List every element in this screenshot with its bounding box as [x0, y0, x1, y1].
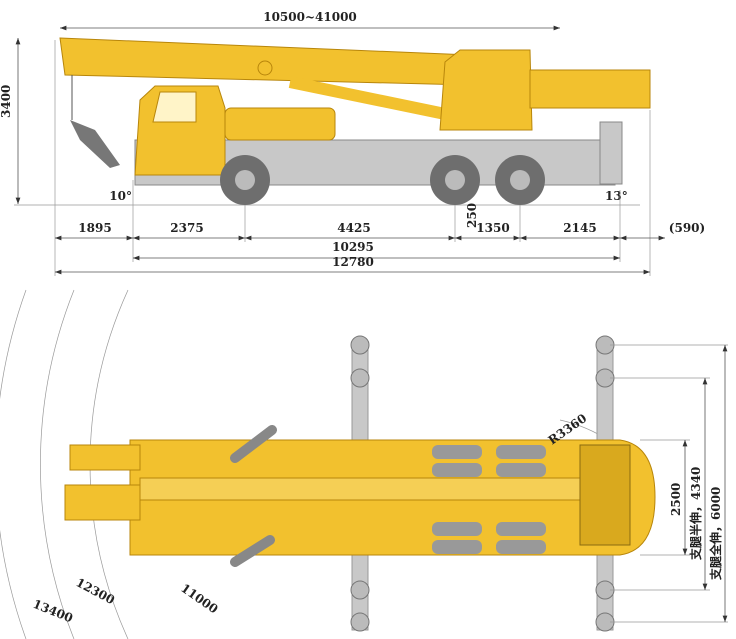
axle1-to-axle2-label: 4425 — [337, 221, 370, 235]
outrigger-full-label: 支腿全伸，6000 — [708, 487, 723, 581]
operator-cab — [439, 49, 533, 131]
arc-13400 — [0, 289, 27, 639]
outrigger-pad — [350, 580, 370, 600]
departure-angle-label: 13° — [605, 189, 628, 203]
luffing-cylinder — [288, 76, 452, 121]
rear-overhang-label: 2145 — [563, 221, 596, 235]
boom-head-lower — [64, 484, 141, 521]
wheel-hub — [510, 170, 530, 190]
chassis-length-label: 10295 — [332, 240, 374, 254]
front-body — [224, 107, 336, 141]
width-label: 2500 — [669, 483, 683, 516]
cab-window — [152, 91, 197, 123]
counterweight — [529, 69, 651, 109]
cab-to-axle1-label: 2375 — [170, 221, 203, 235]
axle2-to-axle3-label: 1350 — [476, 221, 509, 235]
boom-top-view — [139, 477, 581, 501]
counterweight-overhang-label: (590) — [669, 221, 705, 235]
height-label: 3400 — [0, 85, 13, 118]
radius-11000-label: 11000 — [178, 581, 220, 616]
right-dimension-lines — [682, 345, 728, 622]
radius-13400-label: 13400 — [31, 597, 75, 626]
radius-12300-label: 12300 — [74, 575, 117, 607]
winch — [579, 444, 631, 546]
boom-pin — [257, 60, 273, 76]
outrigger-half-label: 支腿半伸，4340 — [688, 467, 703, 561]
boom-head-upper — [69, 444, 141, 471]
outrigger-pad — [350, 368, 370, 388]
wheel-hub — [445, 170, 465, 190]
top-view: 2500 支腿半伸，4340 支腿全伸，6000 R3360 12300 110… — [0, 289, 728, 639]
tires-top-view — [432, 445, 546, 554]
ground-clearance-label: 250 — [465, 203, 479, 228]
right-extension-lines — [610, 344, 728, 623]
outrigger-pad — [350, 335, 370, 355]
rear-outrigger — [599, 121, 623, 185]
wheel-hub — [235, 170, 255, 190]
front-overhang-label: 1895 — [78, 221, 111, 235]
arc-12300 — [40, 289, 75, 639]
boom-length-label: 10500~41000 — [263, 10, 357, 24]
hook-block — [70, 120, 120, 168]
front-wheel-top — [230, 425, 277, 463]
dimension-lines — [55, 235, 665, 275]
front-wheel-bottom — [230, 535, 275, 567]
outrigger-pad — [350, 612, 370, 632]
overall-length-label: 12780 — [332, 255, 374, 269]
side-view: 10500~41000 3400 10° 13° 250 — [0, 10, 705, 276]
approach-angle-label: 10° — [109, 189, 132, 203]
